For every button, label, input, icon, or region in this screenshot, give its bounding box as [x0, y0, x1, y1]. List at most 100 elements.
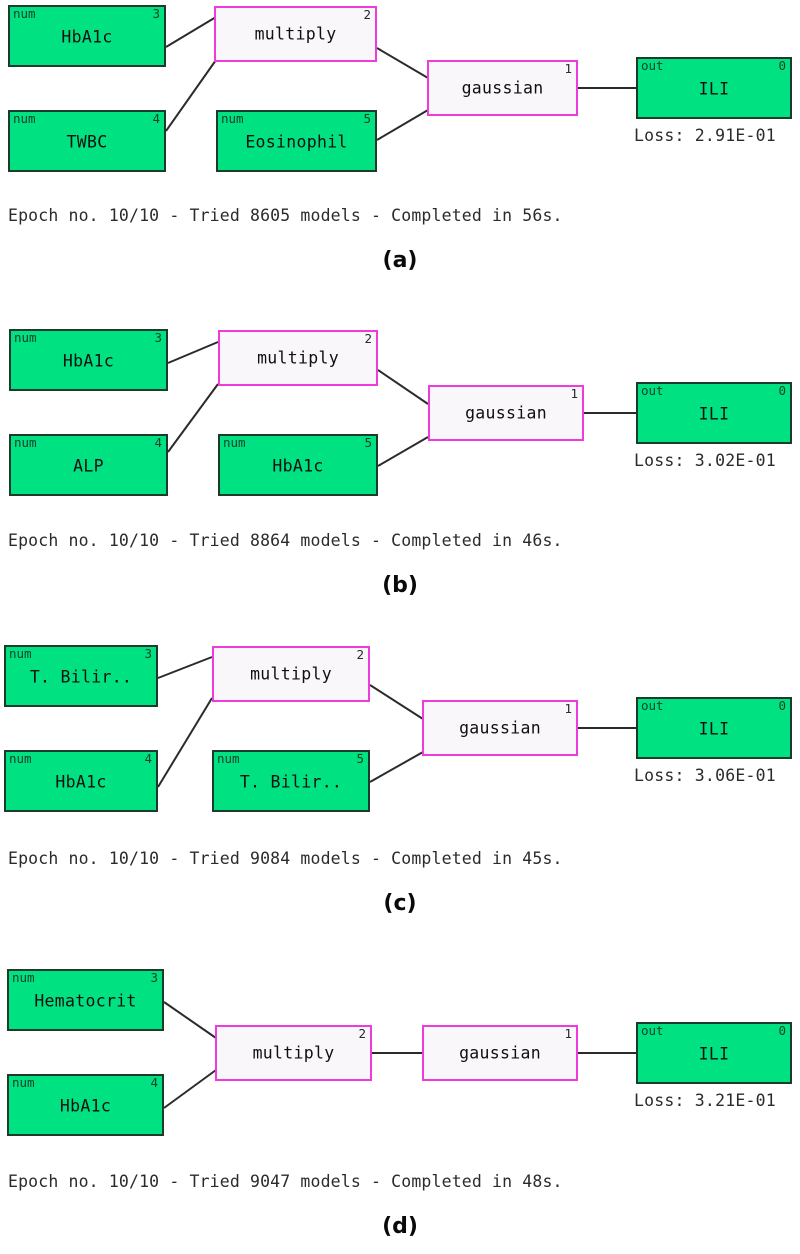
node-index-label: 1: [564, 1026, 572, 1041]
epoch-status: Epoch no. 10/10 - Tried 8864 models - Co…: [8, 531, 563, 550]
node-index-label: 2: [363, 7, 371, 22]
node-index-label: 1: [570, 386, 578, 401]
node-title: multiply: [250, 664, 332, 684]
node-kind-label: out: [641, 1023, 664, 1038]
node-output-0[interactable]: out 0 ILI: [636, 697, 792, 759]
node-input-5[interactable]: num 5 HbA1c: [218, 434, 378, 496]
loss-value: Loss: 3.06E-01: [634, 766, 776, 785]
node-title: Hematocrit: [34, 991, 137, 1011]
node-title: gaussian: [459, 718, 541, 738]
node-input-3[interactable]: num 3 HbA1c: [9, 329, 168, 391]
node-title: TWBC: [66, 132, 108, 152]
node-input-3[interactable]: num 3 T. Bilir..: [4, 645, 158, 707]
node-op-gaussian[interactable]: 1 gaussian: [428, 385, 584, 441]
node-op-gaussian[interactable]: 1 gaussian: [422, 700, 578, 756]
node-title: ILI: [698, 719, 730, 739]
node-kind-label: num: [9, 646, 32, 661]
node-input-3[interactable]: num 3 HbA1c: [8, 5, 166, 67]
node-kind-label: out: [641, 698, 664, 713]
node-index-label: 3: [152, 6, 160, 21]
panel-b-graph: num 3 HbA1c num 4 ALP num 5 HbA1c 2 mult…: [0, 320, 800, 510]
node-input-4[interactable]: num 4 HbA1c: [4, 750, 158, 812]
node-input-4[interactable]: num 4 TWBC: [8, 110, 166, 172]
node-title: multiply: [252, 1043, 335, 1063]
node-index-label: 4: [154, 435, 162, 450]
panel-d: num 3 Hematocrit num 4 HbA1c 2 multiply …: [0, 960, 800, 1254]
node-index-label: 4: [152, 111, 160, 126]
node-input-5[interactable]: num 5 Eosinophil: [216, 110, 377, 172]
node-index-label: 0: [778, 1023, 786, 1038]
epoch-status: Epoch no. 10/10 - Tried 9047 models - Co…: [8, 1172, 563, 1191]
node-index-label: 1: [564, 61, 572, 76]
node-index-label: 0: [778, 383, 786, 398]
node-index-label: 3: [150, 970, 158, 985]
node-index-label: 3: [144, 646, 152, 661]
node-index-label: 5: [364, 435, 372, 450]
node-index-label: 5: [356, 751, 364, 766]
node-op-multiply[interactable]: 2 multiply: [218, 330, 378, 386]
node-op-multiply[interactable]: 2 multiply: [215, 1025, 372, 1081]
node-kind-label: num: [12, 1075, 35, 1090]
node-kind-label: num: [221, 111, 244, 126]
node-op-multiply[interactable]: 2 multiply: [214, 6, 377, 62]
node-output-0[interactable]: out 0 ILI: [636, 57, 792, 119]
node-title: ILI: [698, 79, 730, 99]
node-index-label: 4: [150, 1075, 158, 1090]
node-title: ILI: [698, 1044, 730, 1064]
panel-c-graph: num 3 T. Bilir.. num 4 HbA1c num 5 T. Bi…: [0, 640, 800, 830]
node-title: gaussian: [465, 403, 547, 423]
panel-caption: (b): [382, 573, 418, 598]
node-index-label: 1: [564, 701, 572, 716]
node-title: multiply: [254, 24, 337, 44]
node-input-4[interactable]: num 4 HbA1c: [7, 1074, 164, 1136]
node-title: ALP: [73, 456, 104, 476]
loss-value: Loss: 3.02E-01: [634, 451, 776, 470]
node-kind-label: num: [14, 330, 37, 345]
node-index-label: 3: [154, 330, 162, 345]
node-title: T. Bilir..: [239, 772, 343, 792]
node-title: ILI: [698, 404, 730, 424]
node-title: HbA1c: [55, 772, 107, 792]
panel-caption: (d): [382, 1214, 418, 1239]
node-op-gaussian[interactable]: 1 gaussian: [422, 1025, 578, 1081]
panel-caption: (a): [382, 248, 418, 273]
node-input-3[interactable]: num 3 Hematocrit: [7, 969, 164, 1031]
node-title: multiply: [257, 348, 339, 368]
node-kind-label: out: [641, 383, 664, 398]
node-input-5[interactable]: num 5 T. Bilir..: [212, 750, 370, 812]
node-output-0[interactable]: out 0 ILI: [636, 382, 792, 444]
node-index-label: 0: [778, 698, 786, 713]
panel-a-graph: num 3 HbA1c num 4 TWBC num 5 Eosinophil …: [0, 0, 800, 185]
panel-caption: (c): [383, 891, 417, 916]
node-kind-label: num: [13, 6, 36, 21]
node-index-label: 2: [356, 647, 364, 662]
loss-value: Loss: 3.21E-01: [634, 1091, 776, 1110]
node-index-label: 2: [358, 1026, 366, 1041]
panel-a: num 3 HbA1c num 4 TWBC num 5 Eosinophil …: [0, 0, 800, 300]
node-index-label: 5: [363, 111, 371, 126]
node-title: Eosinophil: [245, 132, 348, 152]
panel-c: num 3 T. Bilir.. num 4 HbA1c num 5 T. Bi…: [0, 640, 800, 945]
node-output-0[interactable]: out 0 ILI: [636, 1022, 792, 1084]
node-input-4[interactable]: num 4 ALP: [9, 434, 168, 496]
node-kind-label: out: [641, 58, 664, 73]
node-op-gaussian[interactable]: 1 gaussian: [427, 60, 578, 116]
node-title: HbA1c: [61, 27, 113, 47]
node-title: HbA1c: [59, 1096, 112, 1116]
node-kind-label: num: [14, 435, 37, 450]
node-kind-label: num: [217, 751, 240, 766]
epoch-status: Epoch no. 10/10 - Tried 9084 models - Co…: [8, 849, 563, 868]
node-title: gaussian: [459, 1043, 541, 1063]
loss-value: Loss: 2.91E-01: [634, 126, 776, 145]
panel-d-graph: num 3 Hematocrit num 4 HbA1c 2 multiply …: [0, 960, 800, 1145]
node-title: T. Bilir..: [29, 667, 133, 687]
node-kind-label: num: [12, 970, 35, 985]
node-op-multiply[interactable]: 2 multiply: [212, 646, 370, 702]
panel-b: num 3 HbA1c num 4 ALP num 5 HbA1c 2 mult…: [0, 320, 800, 625]
node-kind-label: num: [223, 435, 246, 450]
node-index-label: 4: [144, 751, 152, 766]
epoch-status: Epoch no. 10/10 - Tried 8605 models - Co…: [8, 206, 563, 225]
node-kind-label: num: [9, 751, 32, 766]
node-index-label: 2: [364, 331, 372, 346]
